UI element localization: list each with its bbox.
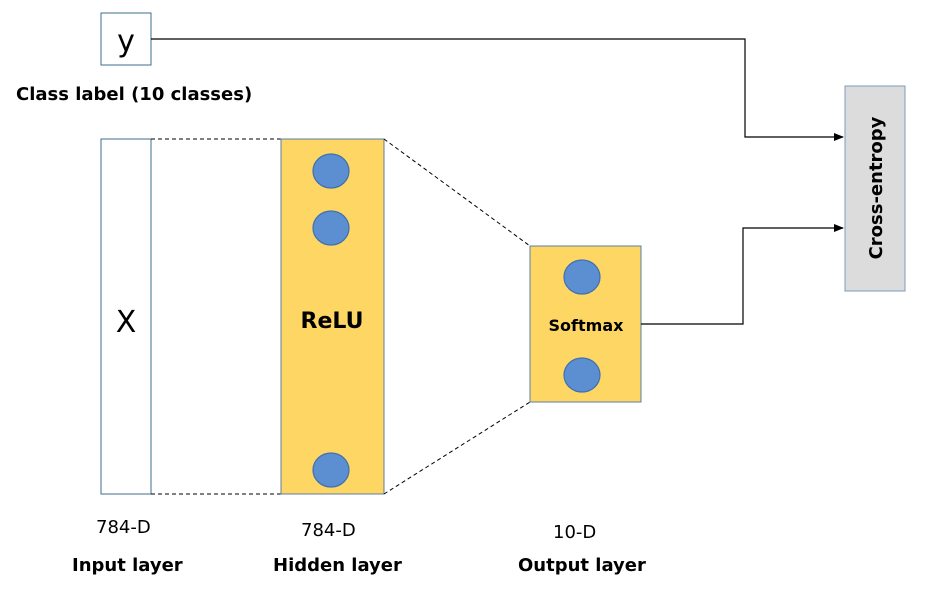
label-y-box <box>100 12 152 66</box>
input-layer-box <box>100 138 152 495</box>
input-layer-caption: Input layer <box>72 555 183 576</box>
output-layer-caption: Output layer <box>518 555 646 576</box>
input-dimension-label: 784-D <box>96 517 151 538</box>
input-layer-symbol: X <box>116 305 137 340</box>
hidden-layer-caption: Hidden layer <box>273 555 402 576</box>
class-label-caption: Class label (10 classes) <box>16 84 253 105</box>
output-to-loss-arrow <box>641 224 844 325</box>
hidden-output-connector-top <box>383 138 531 247</box>
output-neuron <box>563 259 601 295</box>
hidden-layer-box <box>280 138 385 495</box>
output-activation-label: Softmax <box>549 316 625 335</box>
output-dimension-label: 10-D <box>553 522 597 543</box>
hidden-dimension-label: 784-D <box>301 520 356 541</box>
label-to-loss-arrow <box>151 38 844 141</box>
hidden-activation-label: ReLU <box>301 309 364 334</box>
loss-label: Cross-entropy <box>866 116 887 259</box>
label-y-text: y <box>117 24 135 59</box>
hidden-output-connector-bottom <box>383 401 531 495</box>
hidden-neuron <box>312 210 350 246</box>
hidden-neuron <box>312 452 350 488</box>
hidden-neuron <box>312 153 350 189</box>
loss-box <box>844 85 906 292</box>
output-neuron <box>563 357 601 393</box>
